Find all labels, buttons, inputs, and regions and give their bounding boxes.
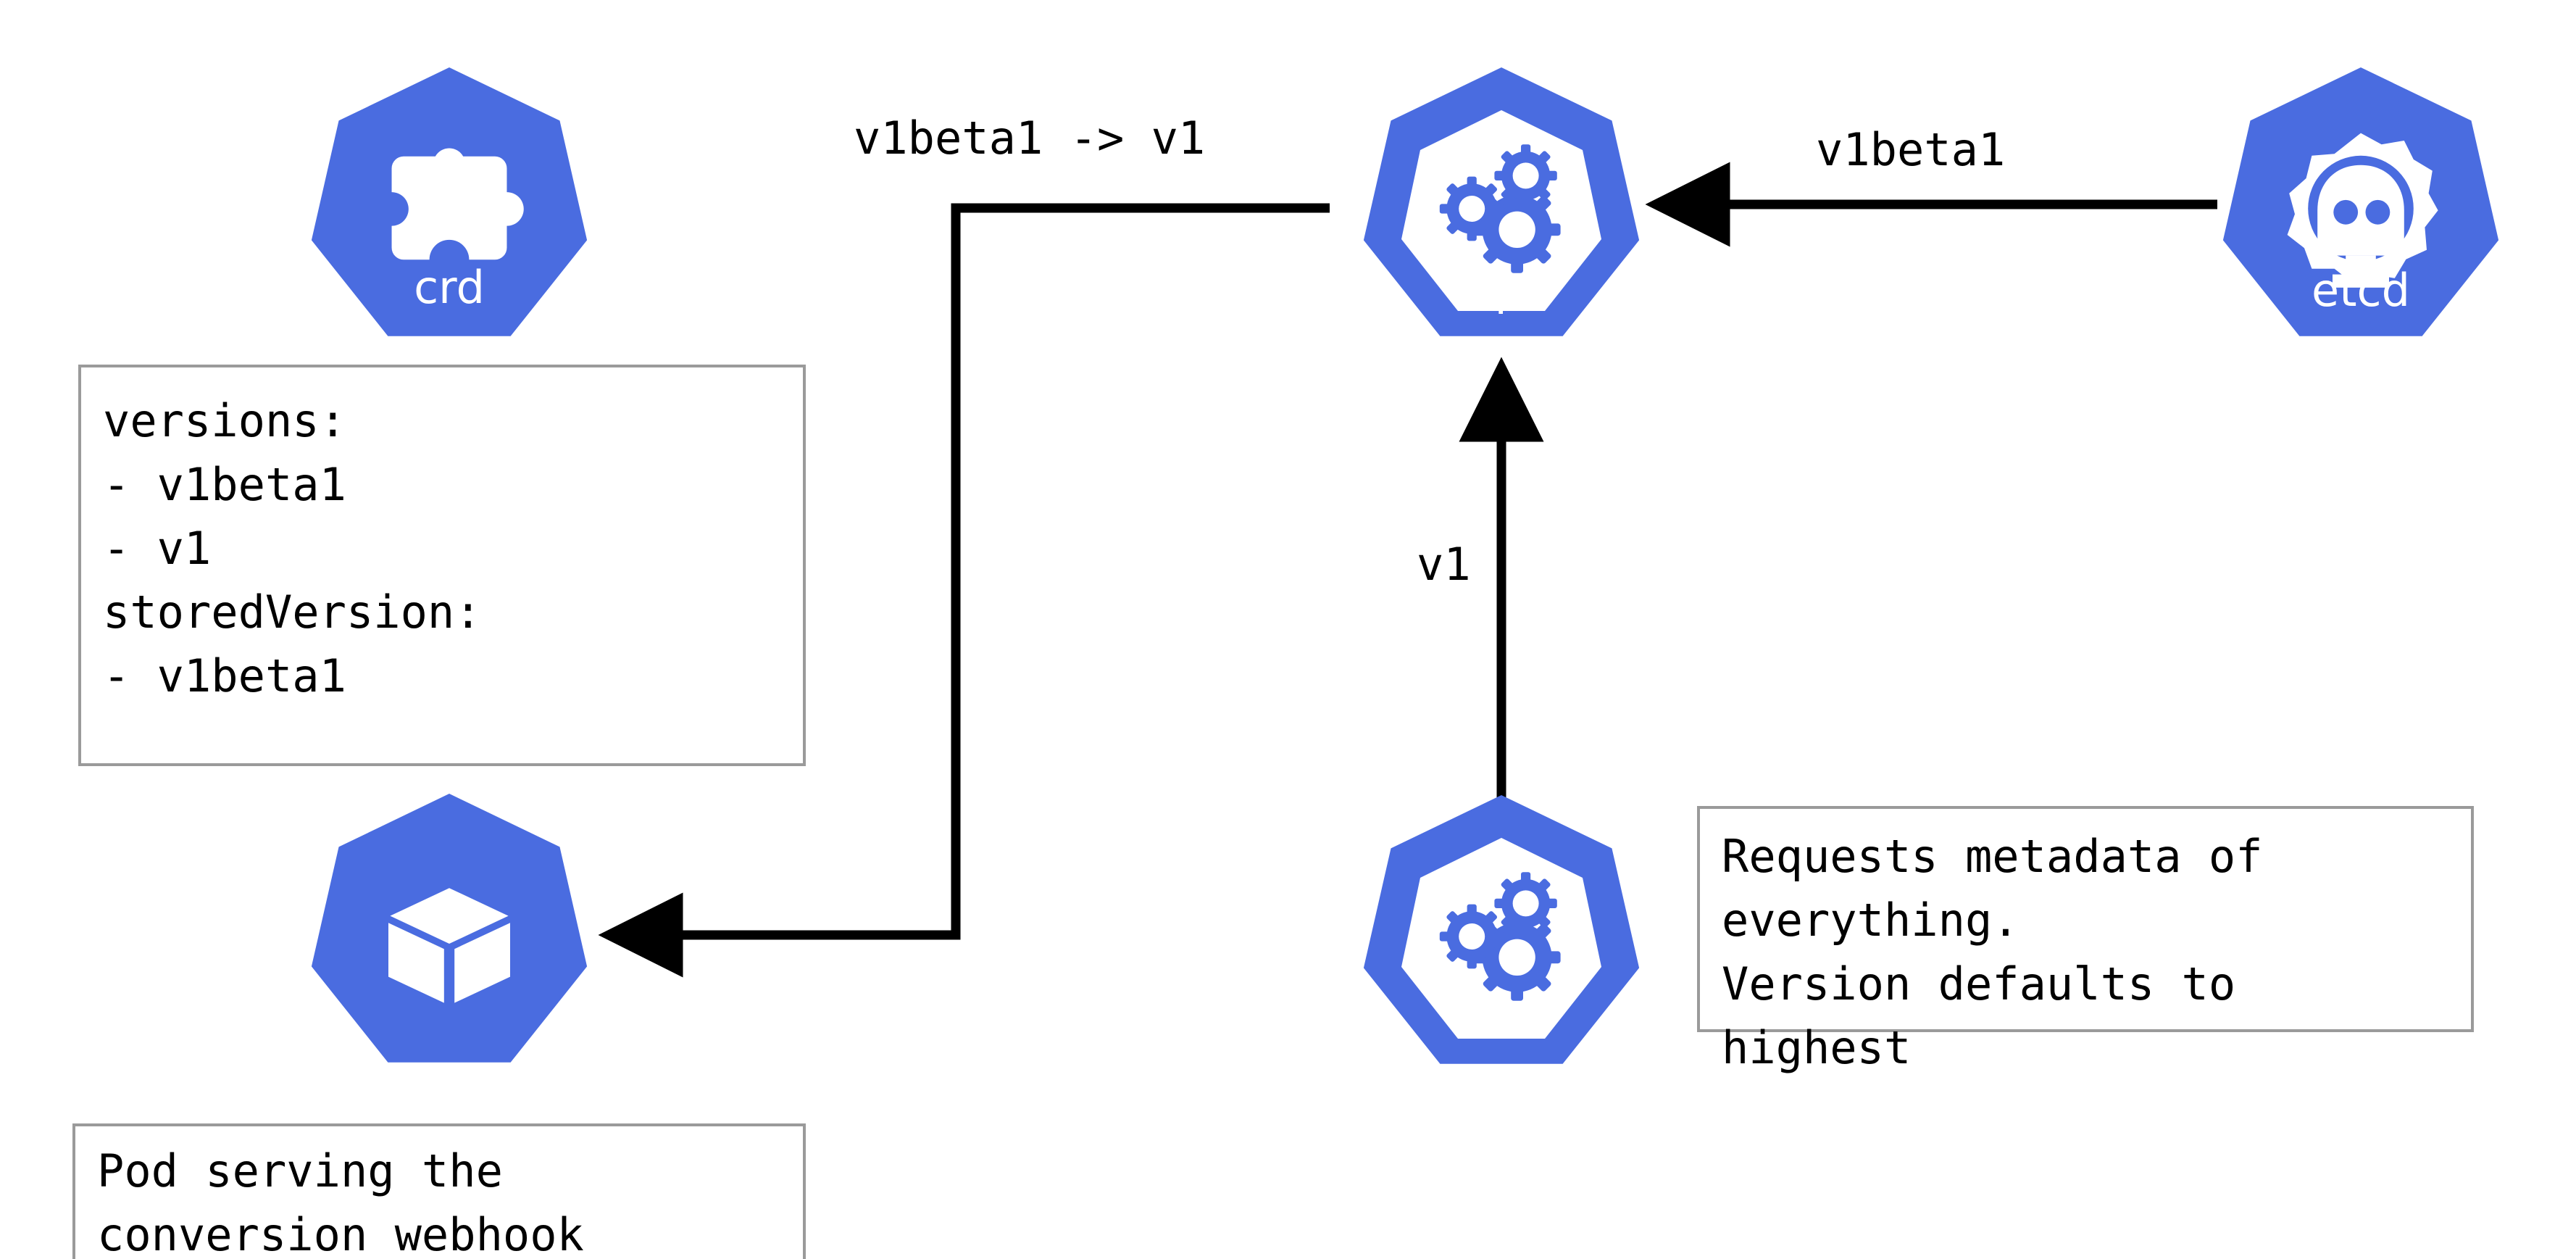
edge-api-to-pod-webhook (598, 203, 1330, 978)
node-label-cm: c-m (1459, 990, 1544, 1043)
node-pod[interactable] (311, 794, 588, 1063)
controller-manager-note-text: Requests metadata of everything. Version… (1722, 830, 2263, 1075)
crd-spec-note: versions: - v1beta1 - v1 storedVersion: … (78, 365, 806, 766)
edge-api-to-pod-webhook-path (598, 203, 1330, 978)
pod-note: Pod serving the conversion webhook (72, 1123, 806, 1259)
edge-label-etcd-version: v1beta1 (1816, 123, 2005, 176)
edge-label-cm-version: v1 (1417, 538, 1471, 591)
node-etcd[interactable]: etcd (2222, 67, 2499, 336)
crd-spec-note-text: versions: - v1beta1 - v1 storedVersion: … (103, 394, 482, 703)
pod-note-text: Pod serving the conversion webhook (97, 1144, 584, 1259)
edge-label-conversion: v1beta1 -> v1 (854, 112, 1205, 165)
node-crd[interactable]: crd (311, 67, 588, 336)
node-label-api: api (1467, 262, 1536, 315)
node-cm[interactable]: c-m (1363, 795, 1640, 1064)
node-label-etcd: etcd (2312, 264, 2410, 317)
controller-manager-note: Requests metadata of everything. Version… (1697, 806, 2474, 1074)
node-label-crd: crd (414, 261, 485, 314)
node-api[interactable]: api (1363, 67, 1640, 336)
